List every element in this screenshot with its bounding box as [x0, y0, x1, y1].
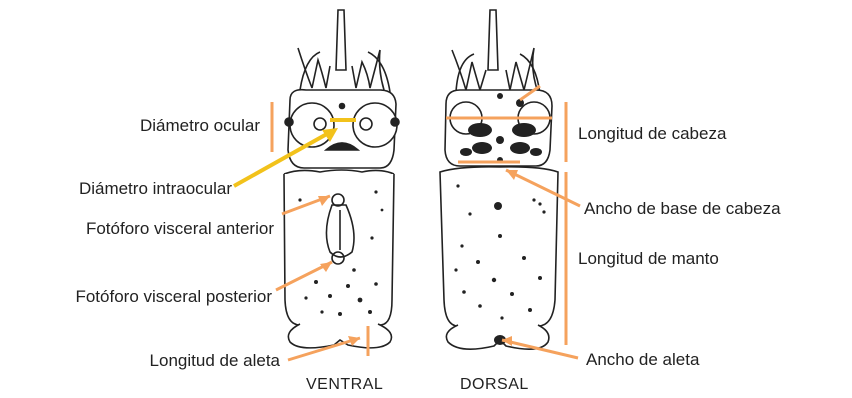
label-diametro-intraocular: Diámetro intraocular: [18, 179, 232, 199]
label-ancho-base-cabeza: Ancho de base de cabeza: [584, 199, 781, 219]
label-fotoforo-anterior: Fotóforo visceral anterior: [12, 219, 274, 239]
label-longitud-aleta: Longitud de aleta: [96, 351, 280, 371]
label-longitud-cabeza: Longitud de cabeza: [578, 124, 726, 144]
label-ancho-aleta: Ancho de aleta: [586, 350, 699, 370]
label-longitud-manto: Longitud de manto: [578, 249, 719, 269]
label-diametro-ocular: Diámetro ocular: [100, 116, 260, 136]
label-fotoforo-posterior: Fotóforo visceral posterior: [6, 287, 272, 307]
dorsal-squid: [440, 10, 558, 349]
ventral-squid: [284, 10, 399, 348]
view-label-dorsal: DORSAL: [460, 376, 529, 394]
view-label-ventral: VENTRAL: [306, 376, 383, 394]
